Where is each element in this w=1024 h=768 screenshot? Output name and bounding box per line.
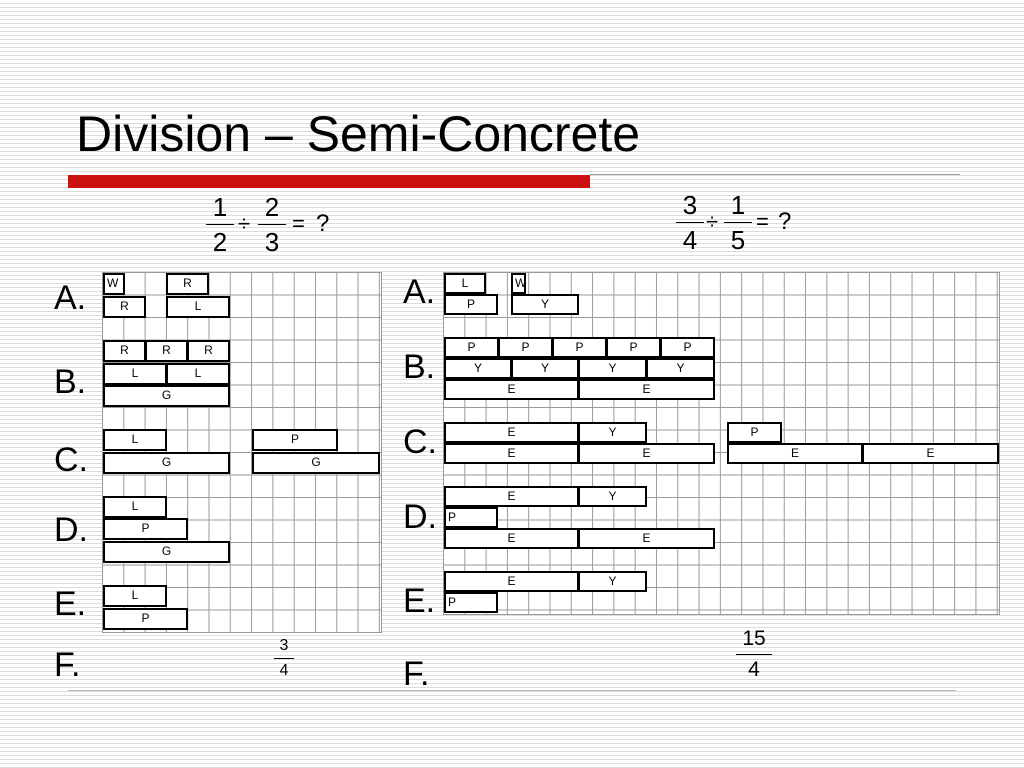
rod-l: L [166, 296, 230, 318]
right-label-d: D. [403, 498, 437, 536]
rod-y: Y [578, 486, 647, 507]
left-divisor-fraction: 2 3 [254, 192, 290, 257]
numerator: 1 [730, 190, 746, 220]
rod-p: P [606, 337, 661, 358]
rod-p: P [727, 422, 782, 443]
rod-l: L [103, 496, 167, 518]
rod-y: Y [578, 358, 647, 379]
denominator: 2 [212, 227, 228, 257]
rod-p: P [498, 337, 553, 358]
right-answer-fraction: 15 4 [736, 626, 772, 683]
footer-divider-line [68, 690, 956, 691]
right-label-f: F. [403, 655, 430, 693]
denominator: 5 [730, 225, 746, 255]
rod-l: L [103, 585, 167, 607]
rod-p: P [444, 507, 498, 528]
equals-sign: = [292, 211, 305, 236]
rod-y: Y [646, 358, 715, 379]
left-label-d: D. [54, 511, 88, 549]
rod-e: E [444, 571, 579, 592]
rod-l: L [444, 273, 486, 294]
numerator: 2 [264, 192, 280, 222]
right-label-a: A. [403, 273, 436, 311]
right-dividend-fraction: 3 4 [672, 190, 708, 255]
rod-r: R [187, 340, 230, 362]
rod-y: Y [578, 571, 647, 592]
rod-y: Y [444, 358, 512, 379]
right-expression: 3 4 ÷ 1 5 = ? [672, 190, 812, 266]
numerator: 3 [279, 637, 289, 654]
title-accent-bar [68, 175, 590, 188]
left-label-c: C. [54, 441, 88, 479]
rod-p: P [444, 294, 498, 315]
rod-g: G [103, 452, 230, 474]
rod-e: E [444, 528, 579, 549]
right-label-b: B. [403, 348, 436, 386]
left-label-f: F. [54, 646, 81, 684]
right-divisor-fraction: 1 5 [720, 190, 756, 255]
left-dividend-fraction: 1 2 [202, 192, 238, 257]
rod-e: E [444, 443, 579, 464]
divide-sign: ÷ [706, 209, 719, 234]
rod-e: E [578, 379, 715, 400]
rod-e: E [862, 443, 999, 464]
rod-e: E [444, 486, 579, 507]
right-label-c: C. [403, 423, 437, 461]
rod-e: E [578, 528, 715, 549]
numerator: 15 [742, 627, 766, 650]
left-label-b: B. [54, 363, 87, 401]
right-label-e: E. [403, 582, 436, 620]
title-divider-line [590, 174, 960, 175]
rod-e: E [444, 422, 579, 443]
rod-r: R [103, 296, 146, 318]
equals-sign: = [756, 209, 769, 234]
divide-sign: ÷ [238, 211, 251, 236]
question-mark: ? [778, 208, 792, 235]
rod-e: E [444, 379, 579, 400]
rod-p: P [552, 337, 607, 358]
left-label-a: A. [54, 279, 87, 317]
rod-g: G [103, 385, 230, 407]
rod-l: L [103, 363, 167, 385]
left-label-e: E. [54, 585, 87, 623]
numerator: 3 [682, 190, 698, 220]
rod-p: P [103, 518, 188, 540]
denominator: 4 [682, 225, 698, 255]
rod-e: E [578, 443, 715, 464]
denominator: 3 [264, 227, 280, 257]
rod-l: L [166, 363, 230, 385]
rod-p: P [660, 337, 715, 358]
rod-l: L [103, 429, 167, 451]
denominator: 4 [279, 662, 289, 679]
left-answer-fraction: 3 4 [274, 636, 294, 681]
rod-y: Y [511, 358, 579, 379]
rod-y: Y [511, 294, 579, 315]
rod-p: P [444, 337, 499, 358]
denominator: 4 [748, 658, 760, 681]
rod-p: P [252, 429, 338, 451]
rod-e: E [727, 443, 863, 464]
left-expression: 1 2 ÷ 2 3 = ? [202, 192, 352, 272]
rod-p: P [103, 608, 188, 630]
slide-title: Division – Semi-Concrete [76, 106, 641, 162]
rod-g: G [252, 452, 380, 474]
rod-r: R [145, 340, 188, 362]
numerator: 1 [212, 192, 228, 222]
rod-w: W [511, 273, 526, 294]
rod-r: R [103, 340, 146, 362]
rod-p: P [444, 592, 498, 613]
rod-g: G [103, 541, 230, 563]
rod-y: Y [578, 422, 647, 443]
rod-r: R [166, 273, 209, 295]
question-mark: ? [316, 210, 330, 237]
rod-w: W [103, 273, 125, 295]
